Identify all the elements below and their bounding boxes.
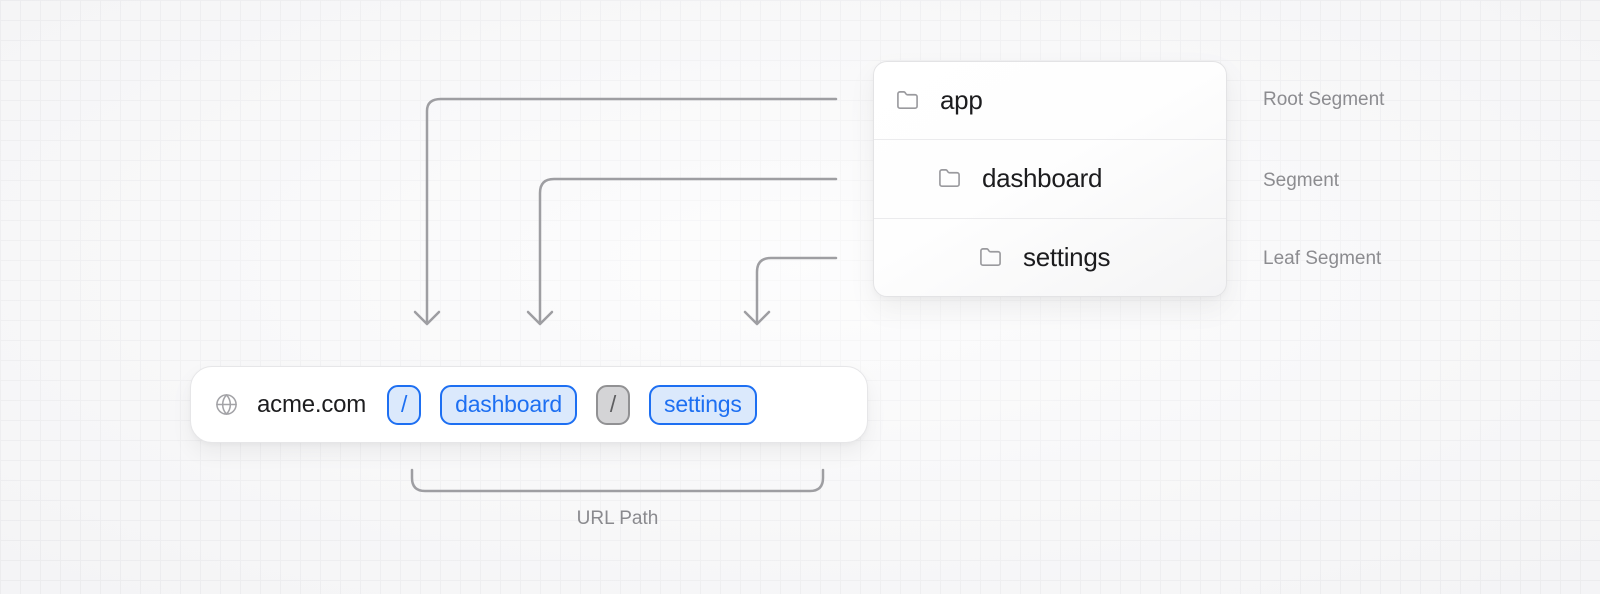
arrow-app-arrowhead-icon (413, 310, 441, 326)
tree-row-settings: settings (874, 217, 1226, 296)
folder-icon (980, 247, 1001, 266)
url-segment-root-slash: / (387, 384, 422, 425)
arrow-app-to-root-slash (425, 97, 838, 324)
annotation-root-segment: Root Segment (1263, 89, 1385, 110)
url-path-bracket (410, 468, 825, 493)
tree-item-label: settings (1023, 241, 1111, 272)
url-separator-slash: / (596, 384, 631, 425)
folder-icon (897, 91, 918, 110)
url-path-caption: URL Path (576, 508, 659, 529)
url-domain: acme.com (257, 390, 367, 418)
folder-tree-card: app dashboard settings (873, 61, 1227, 297)
tree-item-label: app (940, 85, 983, 116)
url-bar: acme.com / dashboard / settings (190, 366, 868, 443)
arrow-dashboard-arrowhead-icon (526, 310, 554, 326)
url-segment-dashboard: dashboard (440, 384, 578, 425)
annotation-leaf-segment: Leaf Segment (1263, 248, 1382, 269)
arrow-settings-to-chip (755, 256, 838, 324)
annotation-segment: Segment (1263, 170, 1340, 191)
url-segment-settings: settings (649, 384, 757, 425)
folder-icon (939, 169, 960, 188)
globe-icon (216, 394, 237, 415)
arrow-dashboard-to-chip (538, 177, 838, 324)
tree-row-dashboard: dashboard (874, 139, 1226, 217)
tree-row-app: app (874, 62, 1226, 139)
arrow-settings-arrowhead-icon (743, 310, 771, 326)
tree-item-label: dashboard (982, 163, 1103, 194)
